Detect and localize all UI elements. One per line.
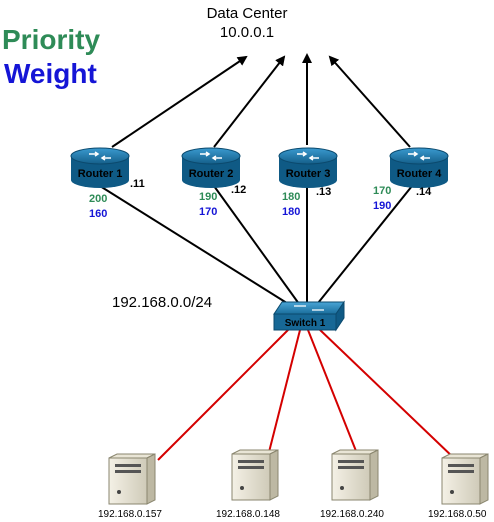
router-2-iface: .12 — [231, 184, 247, 196]
legend-weight: Weight — [4, 58, 97, 89]
link-switch-host-4 — [317, 327, 457, 461]
link-router-4-switch — [313, 185, 413, 309]
router-1-weight: 160 — [89, 208, 108, 220]
router-1-priority: 200 — [89, 193, 108, 205]
router-3-weight: 180 — [282, 206, 301, 218]
legend-priority: Priority — [2, 24, 101, 55]
router-2-label: Router 2 — [188, 168, 234, 180]
data-center-ip: 10.0.0.1 — [219, 24, 275, 41]
link-switch-host-1 — [157, 327, 291, 461]
router-4-priority: 170 — [373, 185, 392, 197]
router-1-iface: .11 — [130, 178, 145, 190]
router-3-icon[interactable] — [278, 147, 338, 188]
host-3-ip: 192.168.0.240 — [320, 509, 384, 520]
uplink-router-2 — [213, 55, 286, 148]
router-3-iface: .13 — [316, 186, 332, 198]
router-3-priority: 180 — [282, 191, 301, 203]
host-2-ip: 192.168.0.148 — [216, 509, 280, 520]
router-4-weight: 190 — [373, 200, 392, 212]
uplink-router-4 — [328, 55, 411, 148]
data-center-title: Data Center — [206, 5, 288, 22]
link-router-2-switch — [213, 185, 303, 309]
router-3-label: Router 3 — [285, 168, 331, 180]
host-1-ip: 192.168.0.157 — [98, 509, 162, 520]
router-1-label: Router 1 — [77, 168, 123, 180]
link-switch-host-3 — [307, 329, 359, 457]
switch-icon[interactable] — [273, 300, 345, 332]
router-1-icon[interactable] — [70, 147, 130, 188]
server-4-icon[interactable] — [441, 453, 489, 505]
subnet-label: 192.168.0.0/24 — [112, 294, 213, 311]
router-4-label: Router 4 — [396, 168, 442, 180]
router-2-priority: 190 — [199, 191, 218, 203]
router-2-weight: 170 — [199, 206, 218, 218]
server-2-icon[interactable] — [231, 449, 279, 501]
link-router-1-switch — [99, 185, 299, 311]
server-3-icon[interactable] — [331, 449, 379, 501]
router-4-iface: .14 — [416, 186, 432, 198]
switch-label: Switch 1 — [284, 318, 326, 329]
host-4-ip: 192.168.0.50 — [428, 509, 487, 520]
router-4-icon[interactable] — [389, 147, 449, 188]
link-switch-host-2 — [267, 329, 301, 457]
uplink-router-1 — [111, 55, 248, 148]
router-2-icon[interactable] — [181, 147, 241, 188]
server-1-icon[interactable] — [108, 453, 156, 505]
